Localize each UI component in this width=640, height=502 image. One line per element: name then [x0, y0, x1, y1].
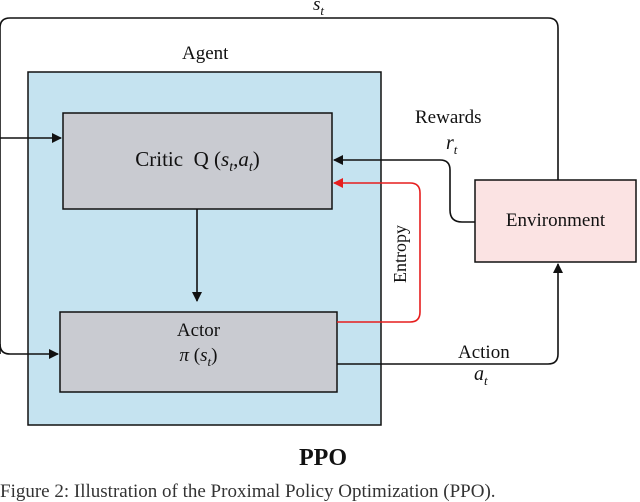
- critic-label: Critic Q (st,at): [63, 147, 332, 176]
- critic-arg2-base: a: [238, 147, 249, 171]
- reward-symbol-sub: t: [453, 142, 458, 157]
- actor-func: π: [179, 345, 190, 366]
- critic-close-paren: ): [252, 147, 260, 171]
- critic-arg1-base: s: [221, 147, 230, 171]
- actor-arg-base: s: [200, 345, 208, 366]
- critic-open-paren: (: [214, 147, 222, 171]
- state-loop-line: [0, 17, 559, 354]
- actor-name: Actor: [176, 320, 221, 341]
- environment-label: Environment: [505, 210, 606, 231]
- rewards-label: Rewards: [415, 107, 482, 128]
- actor-policy: π (st): [60, 345, 337, 369]
- actor-box: [59, 311, 338, 393]
- environment-box: [474, 179, 637, 263]
- critic-arg2-sub: t: [248, 160, 253, 176]
- action-label: Action: [458, 342, 510, 363]
- reward-arrow: [333, 155, 475, 223]
- action-symbol-base: a: [474, 363, 484, 385]
- action-arrow: [337, 263, 563, 365]
- critic-comma: ,: [233, 147, 239, 171]
- actor-arg-sub: t: [207, 353, 212, 369]
- actor-close-paren: ): [211, 345, 218, 366]
- reward-symbol-base: r: [446, 132, 454, 154]
- figure-caption: Figure 2: Illustration of the Proximal P…: [0, 481, 496, 502]
- action-symbol-sub: t: [484, 373, 488, 388]
- state-label-sub: t: [320, 2, 325, 18]
- entropy-arrow: [333, 178, 421, 323]
- ppo-label: PPO: [299, 445, 347, 471]
- critic-func: Q: [193, 147, 209, 171]
- agent-label: Agent: [182, 43, 229, 64]
- actor-open-paren: (: [193, 345, 201, 366]
- critic-name: Critic: [135, 147, 184, 171]
- action-symbol: at: [474, 364, 488, 387]
- entropy-label: Entropy: [390, 225, 410, 283]
- state-to-actor-arrow: [0, 343, 59, 359]
- state-label-base: s: [313, 0, 321, 15]
- critic-box: [62, 112, 333, 210]
- critic-arg1-sub: t: [229, 160, 234, 176]
- state-label: st: [313, 0, 324, 17]
- reward-symbol: rt: [446, 133, 457, 156]
